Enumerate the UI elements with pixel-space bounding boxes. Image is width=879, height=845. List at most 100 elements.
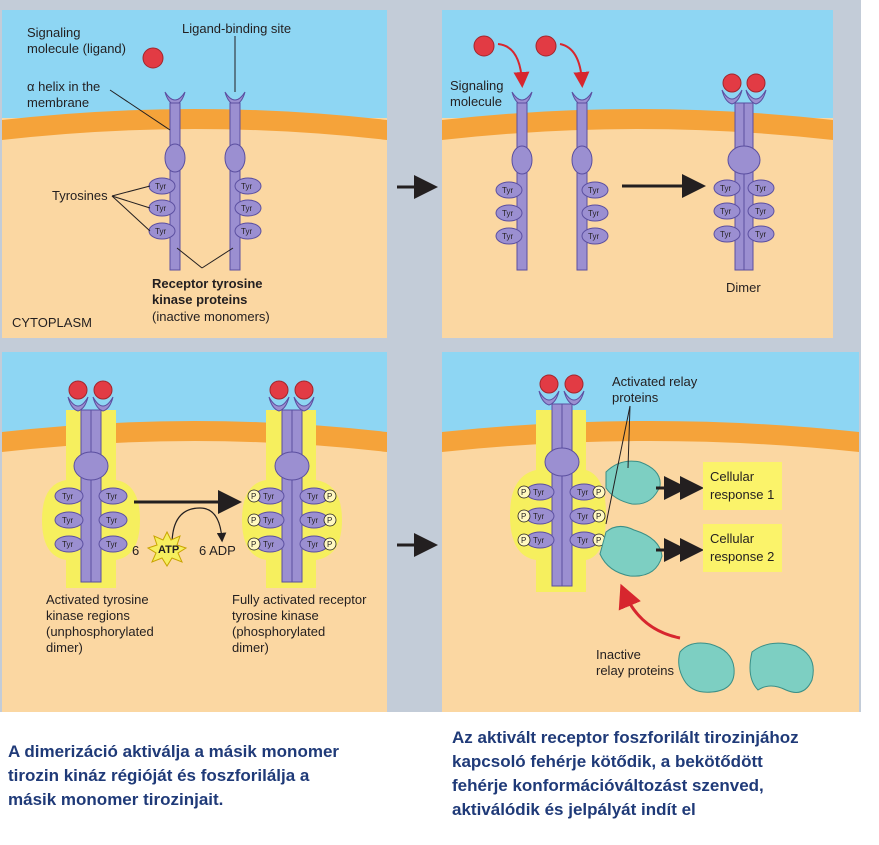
fully-activated-label: dimer)	[232, 640, 269, 655]
tyr-label: Tyr	[241, 204, 252, 213]
receptor-tyrosine-kinase-diagram: Tyr Tyr Tyr Tyr Tyr Tyr Signaling molecu…	[0, 0, 861, 712]
tyr-label: Tyr	[106, 540, 117, 549]
tyr-label: Tyr	[106, 492, 117, 501]
tyr-label: Tyr	[241, 182, 252, 191]
cellular-response-box	[703, 462, 782, 510]
tyr-label: Tyr	[502, 186, 513, 195]
caption-line: aktiválódik és jelpályát indít el	[452, 800, 696, 819]
phosphate-circle	[323, 489, 337, 503]
caption-line: fehérje konformációváltozást szenved,	[452, 776, 764, 795]
receptor-label: Receptor tyrosine	[152, 276, 263, 291]
tyr-label: Tyr	[720, 184, 731, 193]
atp-starburst	[146, 530, 188, 567]
inactive-relay-label: relay proteins	[596, 663, 675, 678]
activated-regions-label: kinase regions	[46, 608, 130, 623]
ligand-molecule	[535, 35, 557, 57]
tyr-label: Tyr	[533, 512, 544, 521]
tyr-label: Tyr	[577, 488, 588, 497]
receptor-dimer-activated	[42, 380, 140, 588]
caption-line: Az aktivált receptor foszforilált tirozi…	[452, 728, 799, 747]
tyr-label: Tyr	[263, 516, 274, 525]
phosphate-label: P	[596, 512, 601, 521]
tyr-label: Tyr	[62, 516, 73, 525]
panel-inactive-monomers: Tyr Tyr Tyr Tyr Tyr Tyr Signaling molecu…	[2, 10, 387, 338]
fully-activated-label: tyrosine kinase	[232, 608, 319, 623]
signaling-molecule-label: molecule (ligand)	[27, 41, 126, 56]
fully-activated-label: (phosphorylated	[232, 624, 325, 639]
cellular-response-box	[703, 524, 782, 572]
activated-regions-label: Activated tyrosine	[46, 592, 149, 607]
inactive-relay-label: Inactive	[596, 647, 641, 662]
receptor-dimer-phosphorylated	[242, 380, 342, 588]
phosphate-label: P	[596, 536, 601, 545]
receptor-monomer-right	[571, 91, 609, 271]
tyr-label: Tyr	[263, 492, 274, 501]
receptor-dimer-phosphorylated	[510, 374, 606, 592]
cellular-response-2: response 2	[710, 549, 774, 564]
ligand-binding-site-label: Ligand-binding site	[182, 21, 291, 36]
tyr-label: Tyr	[62, 492, 73, 501]
tyr-label: Tyr	[155, 204, 166, 213]
phosphate-label: P	[327, 492, 332, 501]
tyr-label: Tyr	[577, 512, 588, 521]
signaling-molecule-label: Signaling	[27, 25, 81, 40]
activated-relay-label: proteins	[612, 390, 659, 405]
tyr-label: Tyr	[588, 209, 599, 218]
phosphate-circle	[247, 513, 261, 527]
activated-relay-protein	[605, 460, 661, 505]
tyr-label: Tyr	[720, 230, 731, 239]
adp-label: 6 ADP	[199, 543, 236, 558]
panel-phosphorylation: Tyr Tyr Tyr Tyr Tyr Tyr ATP 6 6 ADP	[2, 352, 387, 712]
receptor-monomer-right	[224, 91, 262, 271]
caption-line: A dimerizáció aktiválja a másik monomer	[8, 742, 340, 761]
ligand-molecule	[473, 35, 495, 57]
phosphate-circle	[323, 513, 337, 527]
caption-line: másik monomer tirozinjait.	[8, 790, 224, 809]
phosphate-circle	[247, 537, 261, 551]
tyr-label: Tyr	[720, 207, 731, 216]
tyr-label: Tyr	[502, 232, 513, 241]
phosphate-label: P	[251, 540, 256, 549]
signaling-molecule-label: molecule	[450, 94, 502, 109]
caption-left: A dimerizáció aktiválja a másik monomer …	[8, 740, 428, 812]
inactive-relay-protein	[749, 642, 814, 693]
caption-right: Az aktivált receptor foszforilált tirozi…	[452, 726, 876, 822]
atp-label: ATP	[158, 544, 179, 556]
receptor-monomer-left	[148, 91, 186, 271]
signaling-molecule-label: Signaling	[450, 78, 504, 93]
phosphate-label: P	[327, 516, 332, 525]
cellular-response-1: response 1	[710, 487, 774, 502]
membrane	[2, 109, 387, 140]
tyr-label: Tyr	[307, 516, 318, 525]
cytoplasm-label: CYTOPLASM	[12, 315, 92, 330]
tyr-label: Tyr	[155, 227, 166, 236]
tyr-label: Tyr	[307, 540, 318, 549]
panel-dimerization: Tyr Tyr Tyr Tyr Tyr Tyr Tyr Tyr Tyr Tyr …	[442, 10, 833, 338]
receptor-dimer	[713, 73, 775, 271]
atp-count: 6	[132, 543, 139, 558]
ligand-molecule	[746, 73, 766, 93]
caption-line: kapcsoló fehérje kötődik, a bekötődött	[452, 752, 763, 771]
tyr-label: Tyr	[588, 186, 599, 195]
tyr-label: Tyr	[588, 232, 599, 241]
tyr-label: Tyr	[62, 540, 73, 549]
phosphate-label: P	[251, 516, 256, 525]
activated-relay-label: Activated relay	[612, 374, 698, 389]
receptor-sublabel: (inactive monomers)	[152, 309, 270, 324]
activated-regions-label: dimer)	[46, 640, 83, 655]
tyr-label: Tyr	[263, 540, 274, 549]
phosphate-label: P	[327, 540, 332, 549]
inactive-relay-protein	[678, 642, 735, 693]
tyr-label: Tyr	[155, 182, 166, 191]
tyr-label: Tyr	[755, 207, 766, 216]
activated-regions-label: (unphosphorylated	[46, 624, 154, 639]
alpha-helix-label: membrane	[27, 95, 89, 110]
panel-relay-activation: Tyr Tyr Tyr Tyr Tyr Tyr P P P P P P Cell…	[442, 352, 859, 712]
alpha-helix-label: α helix in the	[27, 79, 100, 94]
receptor-monomer-left	[495, 91, 533, 271]
tyr-label: Tyr	[577, 536, 588, 545]
tyr-label: Tyr	[755, 184, 766, 193]
activated-relay-protein	[599, 526, 663, 577]
receptor-label: kinase proteins	[152, 292, 247, 307]
phosphate-label: P	[521, 488, 526, 497]
